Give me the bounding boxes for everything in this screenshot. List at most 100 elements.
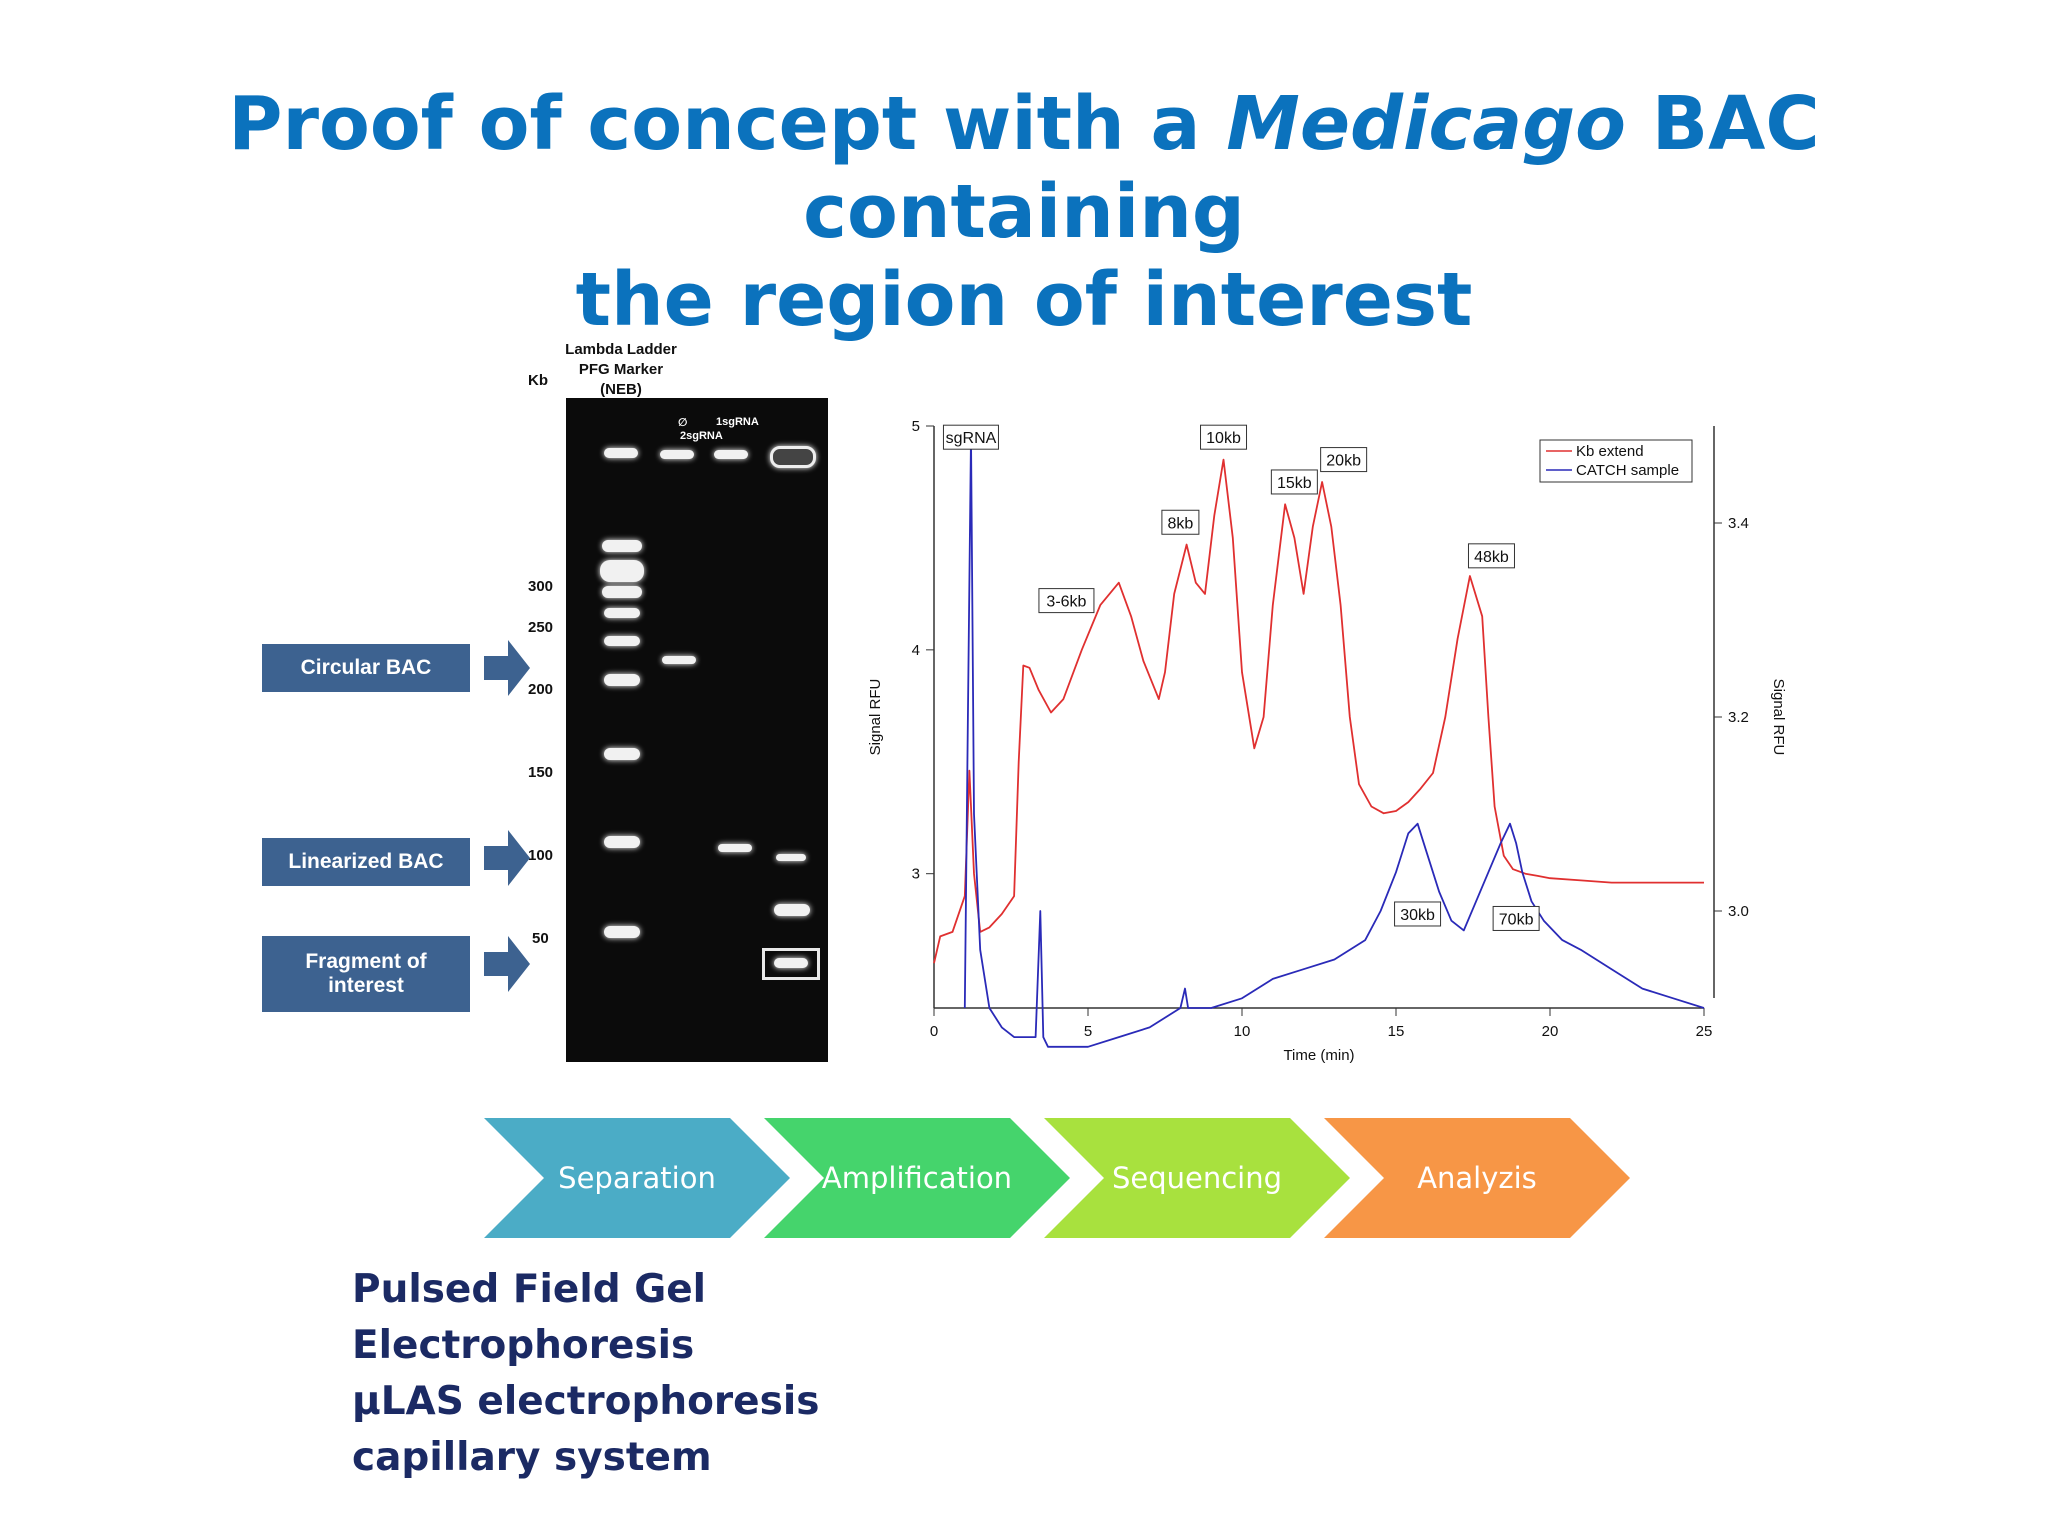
workflow-label: Analyzis — [1417, 1161, 1537, 1195]
peak-label: 20kb — [1326, 453, 1361, 470]
y-tick-label: 3 — [912, 866, 920, 883]
chevron-shape — [484, 1118, 790, 1238]
workflow-label: Amplification — [821, 1161, 1013, 1195]
ladder-band — [604, 636, 640, 646]
callout-fragment-of-interest: Fragment of interest — [262, 936, 470, 1012]
peak-label: 30kb — [1400, 907, 1435, 924]
gel-band — [774, 904, 810, 916]
y2-tick-label: 3.4 — [1728, 515, 1749, 532]
peak-label-box — [942, 424, 999, 450]
kb-tick: 250 — [528, 619, 554, 636]
peak-label-box — [1394, 901, 1442, 927]
ladder-band — [604, 836, 640, 848]
methods-line: capillary system — [352, 1435, 712, 1480]
lane-label-1sgrna: 1sgRNA — [716, 416, 759, 428]
kb-tick: 150 — [528, 764, 554, 781]
ladder-label-line: (NEB) — [600, 381, 642, 398]
peak-label-box — [1200, 424, 1248, 450]
x-tick-label: 25 — [1696, 1023, 1713, 1040]
x-tick-label: 20 — [1542, 1023, 1559, 1040]
peak-label-box — [1038, 588, 1095, 614]
y-tick-label: 4 — [912, 642, 920, 659]
ladder-label-line: PFG Marker — [578, 361, 664, 378]
callout-linearized-bac: Linearized BAC — [262, 838, 470, 886]
linearized-bac-band — [718, 844, 752, 852]
y2-axis-label: Signal RFU — [1770, 679, 1787, 756]
arrow-right-icon — [484, 936, 530, 992]
chevron-shape — [1324, 1118, 1630, 1238]
gel-well — [604, 448, 638, 458]
gel-well — [770, 446, 816, 468]
y-tick-label: 5 — [912, 418, 920, 435]
x-tick-label: 0 — [930, 1023, 938, 1040]
workflow-step-amplification: Amplification — [764, 1118, 1070, 1238]
x-tick-label: 15 — [1388, 1023, 1405, 1040]
kb-label: Kb — [528, 372, 548, 389]
ladder-band — [600, 560, 644, 582]
y2-tick-label: 3.2 — [1728, 709, 1749, 726]
workflow-step-separation: Separation — [484, 1118, 790, 1238]
x-tick-label: 10 — [1234, 1023, 1251, 1040]
kb-tick: 300 — [528, 578, 554, 595]
methods-line: Electrophoresis — [352, 1323, 695, 1368]
ladder-band — [604, 674, 640, 686]
y2-tick-label: 3.0 — [1728, 903, 1749, 920]
peak-label-box — [1492, 905, 1540, 931]
peak-label: 10kb — [1206, 430, 1241, 447]
fragment-band — [774, 958, 808, 968]
ladder-band — [604, 608, 640, 618]
chevron-fill — [764, 1118, 1070, 1238]
methods-list: Pulsed Field Gel Electrophoresis µLAS el… — [352, 1262, 819, 1486]
peak-label-box — [1467, 543, 1515, 569]
legend-entry: Kb extend — [1576, 443, 1644, 460]
fragment-highlight-box — [762, 948, 820, 980]
arrow-right-icon — [484, 830, 530, 886]
legend-box — [1539, 439, 1693, 483]
peak-label: sgRNA — [946, 430, 997, 447]
ladder-band — [604, 926, 640, 938]
ladder-label: Lambda Ladder PFG Marker (NEB) — [546, 340, 696, 400]
lane-label-2sgrna: 2sgRNA — [680, 430, 723, 442]
chevron-shape — [1044, 1118, 1350, 1238]
chevron-fill — [1324, 1118, 1630, 1238]
title-italic: Medicago — [1226, 81, 1626, 167]
title-text-a: Proof of concept with a — [228, 81, 1227, 167]
peak-label: 70kb — [1499, 911, 1534, 928]
gel-image: ∅ 2sgRNA 1sgRNA — [566, 398, 828, 1062]
chevron-fill — [1044, 1118, 1350, 1238]
ladder-band — [604, 748, 640, 760]
series-line-kb-extend — [933, 458, 1704, 964]
chevron-fill — [484, 1118, 790, 1238]
title-text-b: BAC containing — [803, 81, 1820, 255]
kb-tick: 100 — [528, 847, 554, 864]
workflow-label: Separation — [558, 1161, 716, 1195]
methods-line: µLAS electrophoresis — [352, 1379, 820, 1424]
kb-tick: 50 — [532, 930, 549, 947]
peak-label-box — [1270, 469, 1318, 495]
gel-well — [714, 450, 748, 459]
peak-label-box — [1320, 447, 1368, 473]
chevron-shape — [764, 1118, 1070, 1238]
title-line-1: Proof of concept with a Medicago BAC con… — [0, 80, 2048, 256]
ladder-band — [602, 586, 642, 598]
peak-label: 15kb — [1277, 475, 1312, 492]
ladder-band — [602, 540, 642, 552]
peak-label: 8kb — [1168, 515, 1194, 532]
workflow-step-sequencing: Sequencing — [1044, 1118, 1350, 1238]
x-tick-label: 5 — [1084, 1023, 1092, 1040]
lane-empty-symbol: ∅ — [678, 417, 688, 429]
callout-circular-bac: Circular BAC — [262, 644, 470, 692]
peak-label-box — [1161, 509, 1200, 535]
gel-band — [776, 854, 806, 861]
slide-title: Proof of concept with a Medicago BAC con… — [0, 80, 2048, 344]
chart-lines — [933, 434, 1705, 1048]
workflow-label: Sequencing — [1111, 1161, 1283, 1195]
ladder-label-line: Lambda Ladder — [565, 341, 677, 358]
x-axis-label: Time (min) — [1283, 1047, 1354, 1064]
methods-line: Pulsed Field Gel — [352, 1267, 707, 1312]
peak-label: 3-6kb — [1046, 594, 1086, 611]
arrow-right-icon — [484, 640, 530, 696]
